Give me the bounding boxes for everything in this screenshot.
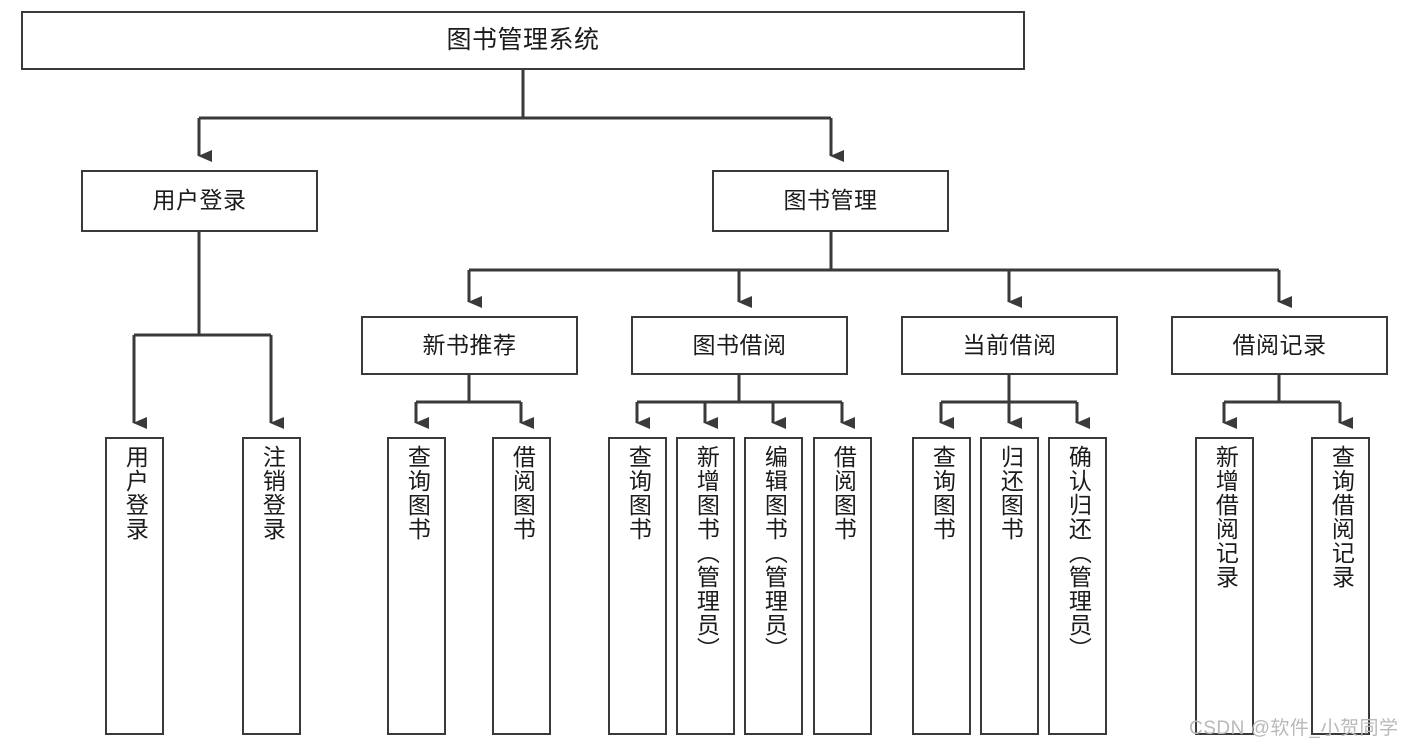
node-user-login-label: 用户登录 bbox=[152, 187, 247, 214]
node-current-borrow[interactable]: 当前借阅 bbox=[901, 316, 1118, 375]
node-leaf-current-borrow-query[interactable]: 查询图书 bbox=[912, 437, 971, 735]
node-leaf-label: 确认归还（管理员） bbox=[1065, 445, 1092, 661]
node-leaf-new-book-borrow[interactable]: 借阅图书 bbox=[492, 437, 551, 735]
node-leaf-label: 编辑图书（管理员） bbox=[761, 445, 788, 661]
node-leaf-label: 借阅图书 bbox=[509, 445, 536, 541]
node-leaf-label: 新增借阅记录 bbox=[1212, 445, 1239, 589]
node-book-borrow-label: 图书借阅 bbox=[692, 331, 787, 358]
node-leaf-user-login-login[interactable]: 用户登录 bbox=[105, 437, 164, 735]
node-leaf-current-borrow-return[interactable]: 归还图书 bbox=[980, 437, 1039, 735]
node-leaf-label: 查询图书 bbox=[625, 445, 652, 541]
node-root-label: 图书管理系统 bbox=[446, 25, 600, 54]
node-book-management-label: 图书管理 bbox=[783, 187, 878, 214]
node-leaf-label: 归还图书 bbox=[997, 445, 1024, 541]
node-leaf-book-borrow-edit[interactable]: 编辑图书（管理员） bbox=[744, 437, 803, 735]
node-leaf-label: 新增图书（管理员） bbox=[693, 445, 720, 661]
node-leaf-new-book-query[interactable]: 查询图书 bbox=[387, 437, 446, 735]
node-leaf-label: 注销登录 bbox=[259, 445, 286, 541]
node-leaf-borrow-record-query[interactable]: 查询借阅记录 bbox=[1311, 437, 1370, 735]
node-leaf-book-borrow-add[interactable]: 新增图书（管理员） bbox=[676, 437, 735, 735]
node-new-book-recommend[interactable]: 新书推荐 bbox=[361, 316, 578, 375]
node-book-management[interactable]: 图书管理 bbox=[712, 170, 949, 232]
node-leaf-book-borrow-query[interactable]: 查询图书 bbox=[608, 437, 667, 735]
node-leaf-label: 查询图书 bbox=[404, 445, 431, 541]
csdn-watermark: CSDN @软件_小贺同学 bbox=[1189, 718, 1399, 739]
node-book-borrow[interactable]: 图书借阅 bbox=[631, 316, 848, 375]
node-borrow-record[interactable]: 借阅记录 bbox=[1171, 316, 1388, 375]
node-borrow-record-label: 借阅记录 bbox=[1232, 331, 1327, 358]
node-root-book-management-system[interactable]: 图书管理系统 bbox=[21, 11, 1025, 70]
node-leaf-borrow-record-add[interactable]: 新增借阅记录 bbox=[1195, 437, 1254, 735]
node-leaf-label: 借阅图书 bbox=[830, 445, 857, 541]
node-leaf-book-borrow-borrow[interactable]: 借阅图书 bbox=[813, 437, 872, 735]
node-leaf-label: 查询图书 bbox=[929, 445, 956, 541]
node-leaf-user-login-logout[interactable]: 注销登录 bbox=[242, 437, 301, 735]
node-leaf-current-borrow-confirm[interactable]: 确认归还（管理员） bbox=[1048, 437, 1107, 735]
node-leaf-label: 查询借阅记录 bbox=[1328, 445, 1355, 589]
node-leaf-label: 用户登录 bbox=[122, 445, 149, 541]
node-current-borrow-label: 当前借阅 bbox=[962, 331, 1057, 358]
node-new-book-recommend-label: 新书推荐 bbox=[422, 331, 517, 358]
node-user-login[interactable]: 用户登录 bbox=[81, 170, 318, 232]
